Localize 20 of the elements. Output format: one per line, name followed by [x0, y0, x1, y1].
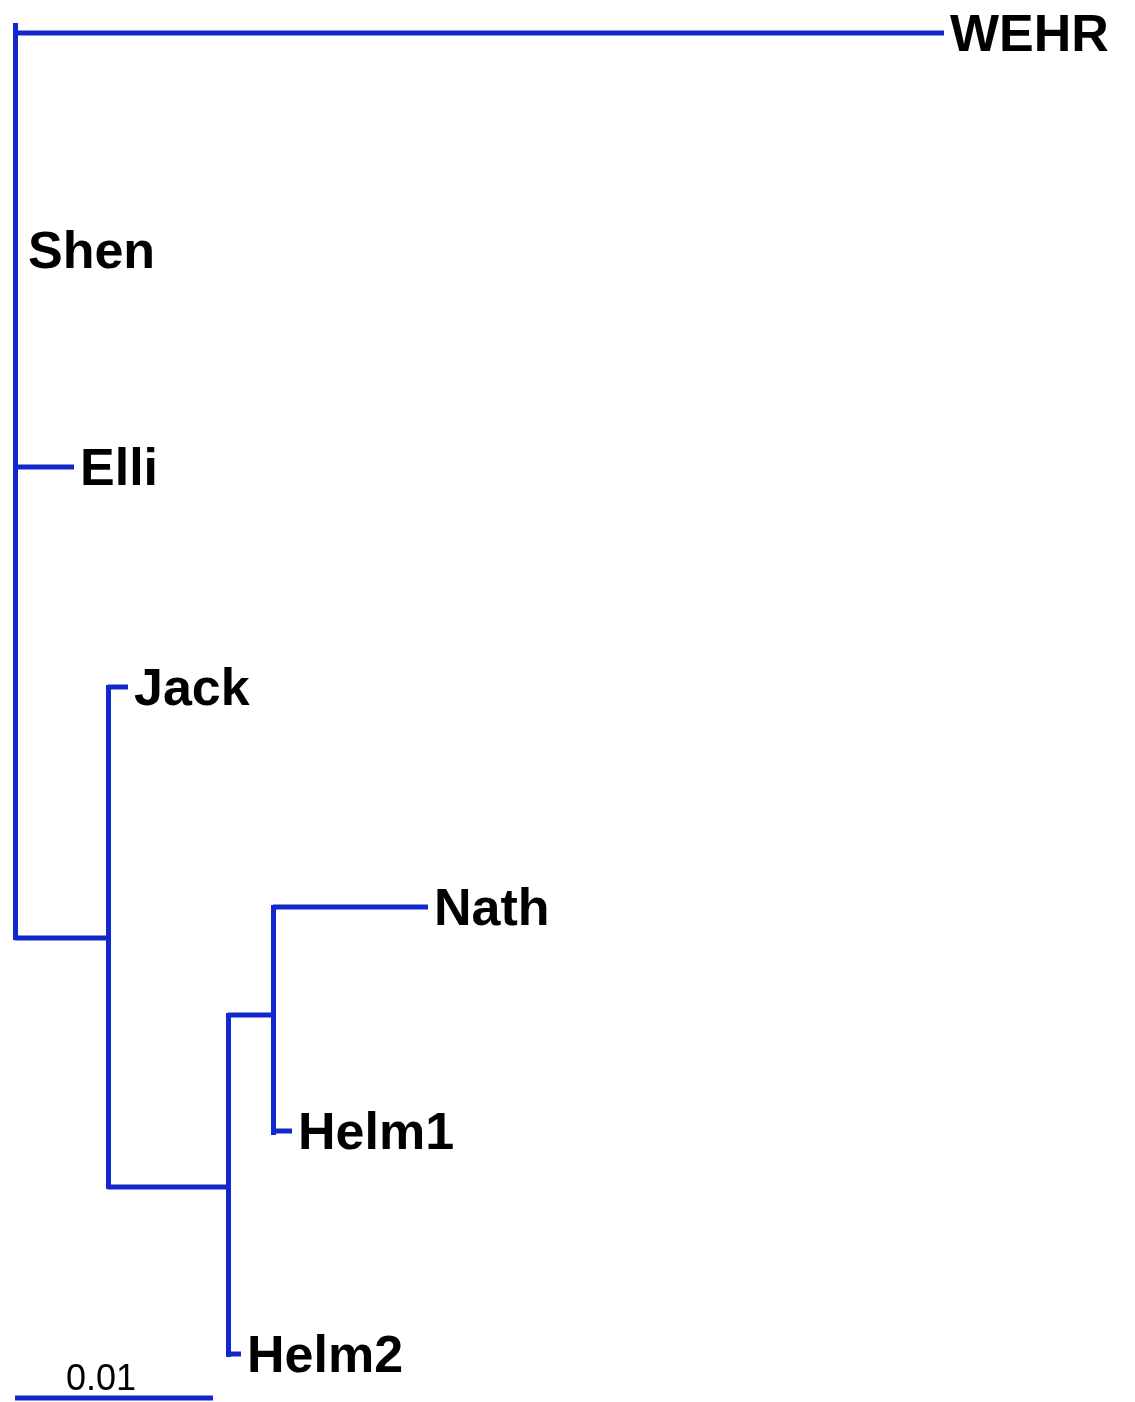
scale-value: 0.01 [66, 1359, 137, 1397]
taxon-label: Elli [80, 439, 159, 495]
tree-branch [273, 904, 428, 910]
tree-branch [15, 464, 74, 470]
taxon-label: Shen [28, 222, 156, 278]
tree-branch [228, 1012, 273, 1018]
taxon-label: Jack [134, 659, 250, 715]
tree-branch [108, 1184, 228, 1190]
tree-node-bar [105, 685, 111, 1189]
taxon-label: WEHR [950, 5, 1109, 61]
tree-node-bar [270, 905, 276, 1135]
taxon-label: Helm1 [298, 1103, 455, 1159]
tree-branch [108, 684, 128, 690]
tree-branch [15, 935, 108, 941]
tree-node-bar [225, 1013, 231, 1357]
tree-branch [273, 1128, 292, 1134]
tree-branch [15, 30, 944, 36]
tree-node-bar [12, 23, 18, 940]
taxon-label: Helm2 [247, 1326, 404, 1382]
taxon-label: Nath [434, 879, 550, 935]
